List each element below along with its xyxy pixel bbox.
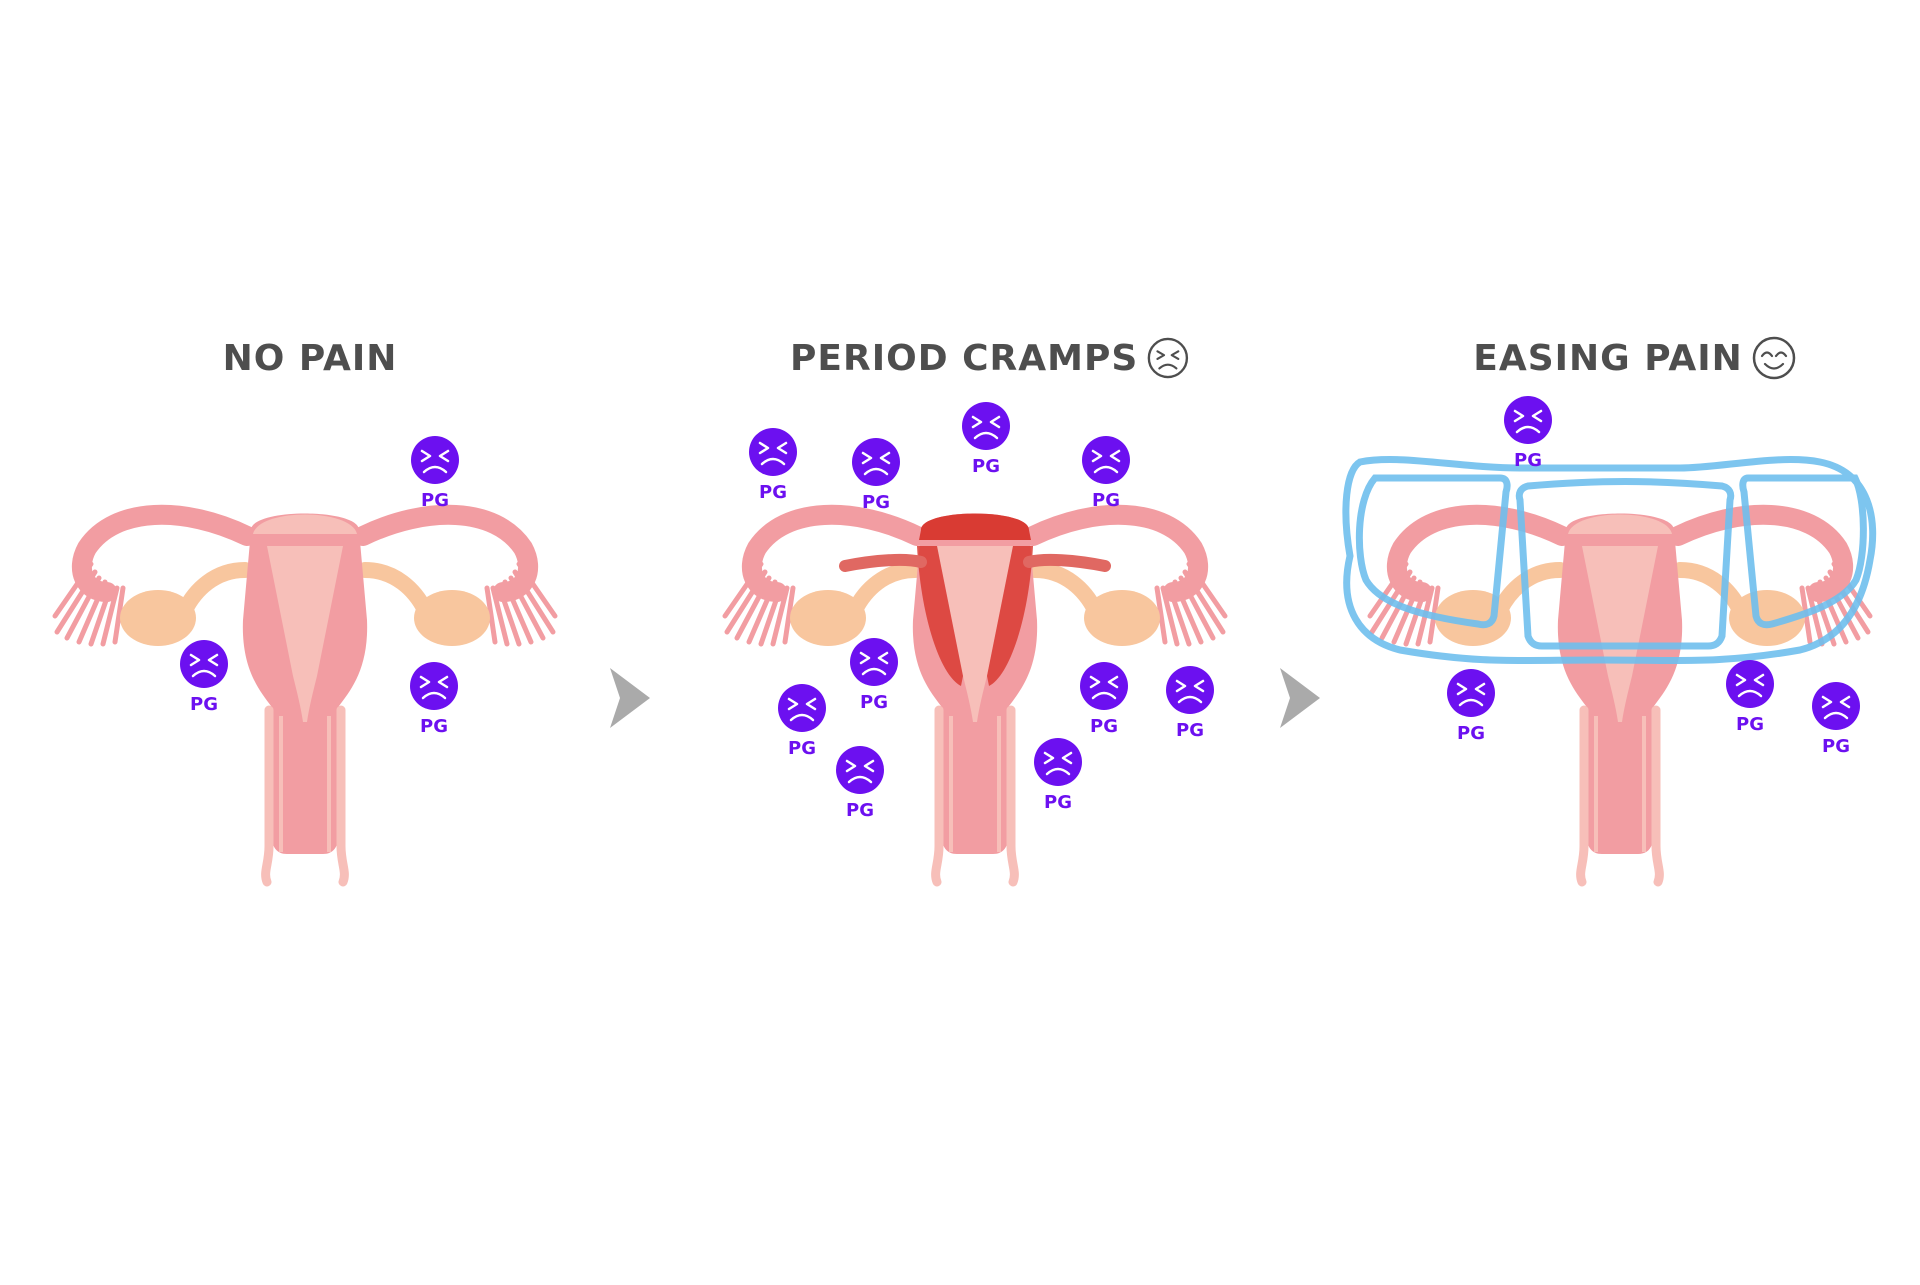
pg-group-period-cramps: PG PG PG PG PG PG PG PG PG PG — [747, 400, 1216, 821]
panel-title-easing-pain: EASING PAIN — [1450, 330, 1820, 386]
pg-badge: PG — [1445, 667, 1497, 744]
pg-badge: PG — [1502, 394, 1554, 471]
pg-badge: PG — [1080, 434, 1132, 511]
pg-badge: PG — [1078, 660, 1130, 737]
pained-face-icon — [409, 434, 461, 486]
pg-label: PG — [420, 716, 448, 737]
pained-face-icon — [1032, 736, 1084, 788]
pg-label: PG — [1176, 720, 1204, 741]
pg-badge: PG — [850, 436, 902, 513]
pained-face-icon — [1445, 667, 1497, 719]
pg-label: PG — [1457, 723, 1485, 744]
panel-easing-pain: PG PG PG PG — [1342, 394, 1877, 883]
pained-face-icon — [1078, 660, 1130, 712]
pained-face-icon — [747, 426, 799, 478]
pg-badge: PG — [1810, 680, 1862, 757]
pg-badge: PG — [776, 682, 828, 759]
pg-label: PG — [972, 456, 1000, 477]
panel-title-text: PERIOD CRAMPS — [790, 337, 1139, 379]
pg-label: PG — [759, 482, 787, 503]
pg-label: PG — [846, 800, 874, 821]
pained-face-icon — [960, 400, 1012, 452]
pained-face-icon — [850, 436, 902, 488]
pg-label: PG — [1736, 714, 1764, 735]
inflamed-area — [839, 513, 1111, 686]
pg-badge: PG — [1032, 736, 1084, 813]
pg-label: PG — [862, 492, 890, 513]
uterus-easing — [1370, 514, 1870, 883]
pg-badge: PG — [178, 638, 230, 715]
pained-face-icon — [408, 660, 460, 712]
pg-badge: PG — [747, 426, 799, 503]
pg-badge: PG — [408, 660, 460, 737]
pg-label: PG — [788, 738, 816, 759]
pg-label: PG — [1044, 792, 1072, 813]
pained-face-icon — [1810, 680, 1862, 732]
uterus-normal — [55, 514, 555, 883]
pained-face-icon — [834, 744, 886, 796]
panel-title-period-cramps: PERIOD CRAMPS — [790, 330, 1190, 386]
panel-period-cramps: PG PG PG PG PG PG PG PG PG PG — [725, 400, 1225, 882]
pained-face-icon — [776, 682, 828, 734]
pained-face-icon — [1724, 658, 1776, 710]
panel-title-text: EASING PAIN — [1473, 337, 1743, 379]
pg-label: PG — [190, 694, 218, 715]
pg-badge: PG — [1164, 664, 1216, 741]
pained-face-icon — [1502, 394, 1554, 446]
pained-face-icon — [1147, 337, 1189, 379]
pg-label: PG — [860, 692, 888, 713]
heat-pad-outline — [1342, 456, 1877, 665]
chevron-right-icon — [1280, 668, 1320, 728]
pg-group-no-pain: PG PG PG — [178, 434, 461, 737]
panel-no-pain: PG PG PG — [55, 434, 555, 883]
pg-badge: PG — [848, 636, 900, 713]
pained-face-icon — [1080, 434, 1132, 486]
panel-title-text: NO PAIN — [222, 337, 398, 379]
pg-label: PG — [421, 490, 449, 511]
pg-label: PG — [1090, 716, 1118, 737]
pg-badge: PG — [834, 744, 886, 821]
pg-group-easing-pain: PG PG PG PG — [1445, 394, 1862, 757]
pained-face-icon — [178, 638, 230, 690]
pained-face-icon — [1164, 664, 1216, 716]
panel-title-no-pain: NO PAIN — [205, 330, 415, 386]
pained-face-icon — [848, 636, 900, 688]
pg-label: PG — [1822, 736, 1850, 757]
pg-label: PG — [1514, 450, 1542, 471]
pg-badge: PG — [960, 400, 1012, 477]
pg-label: PG — [1092, 490, 1120, 511]
pg-badge: PG — [1724, 658, 1776, 735]
pg-badge: PG — [409, 434, 461, 511]
chevron-right-icon — [610, 668, 650, 728]
happy-face-icon — [1752, 336, 1795, 380]
